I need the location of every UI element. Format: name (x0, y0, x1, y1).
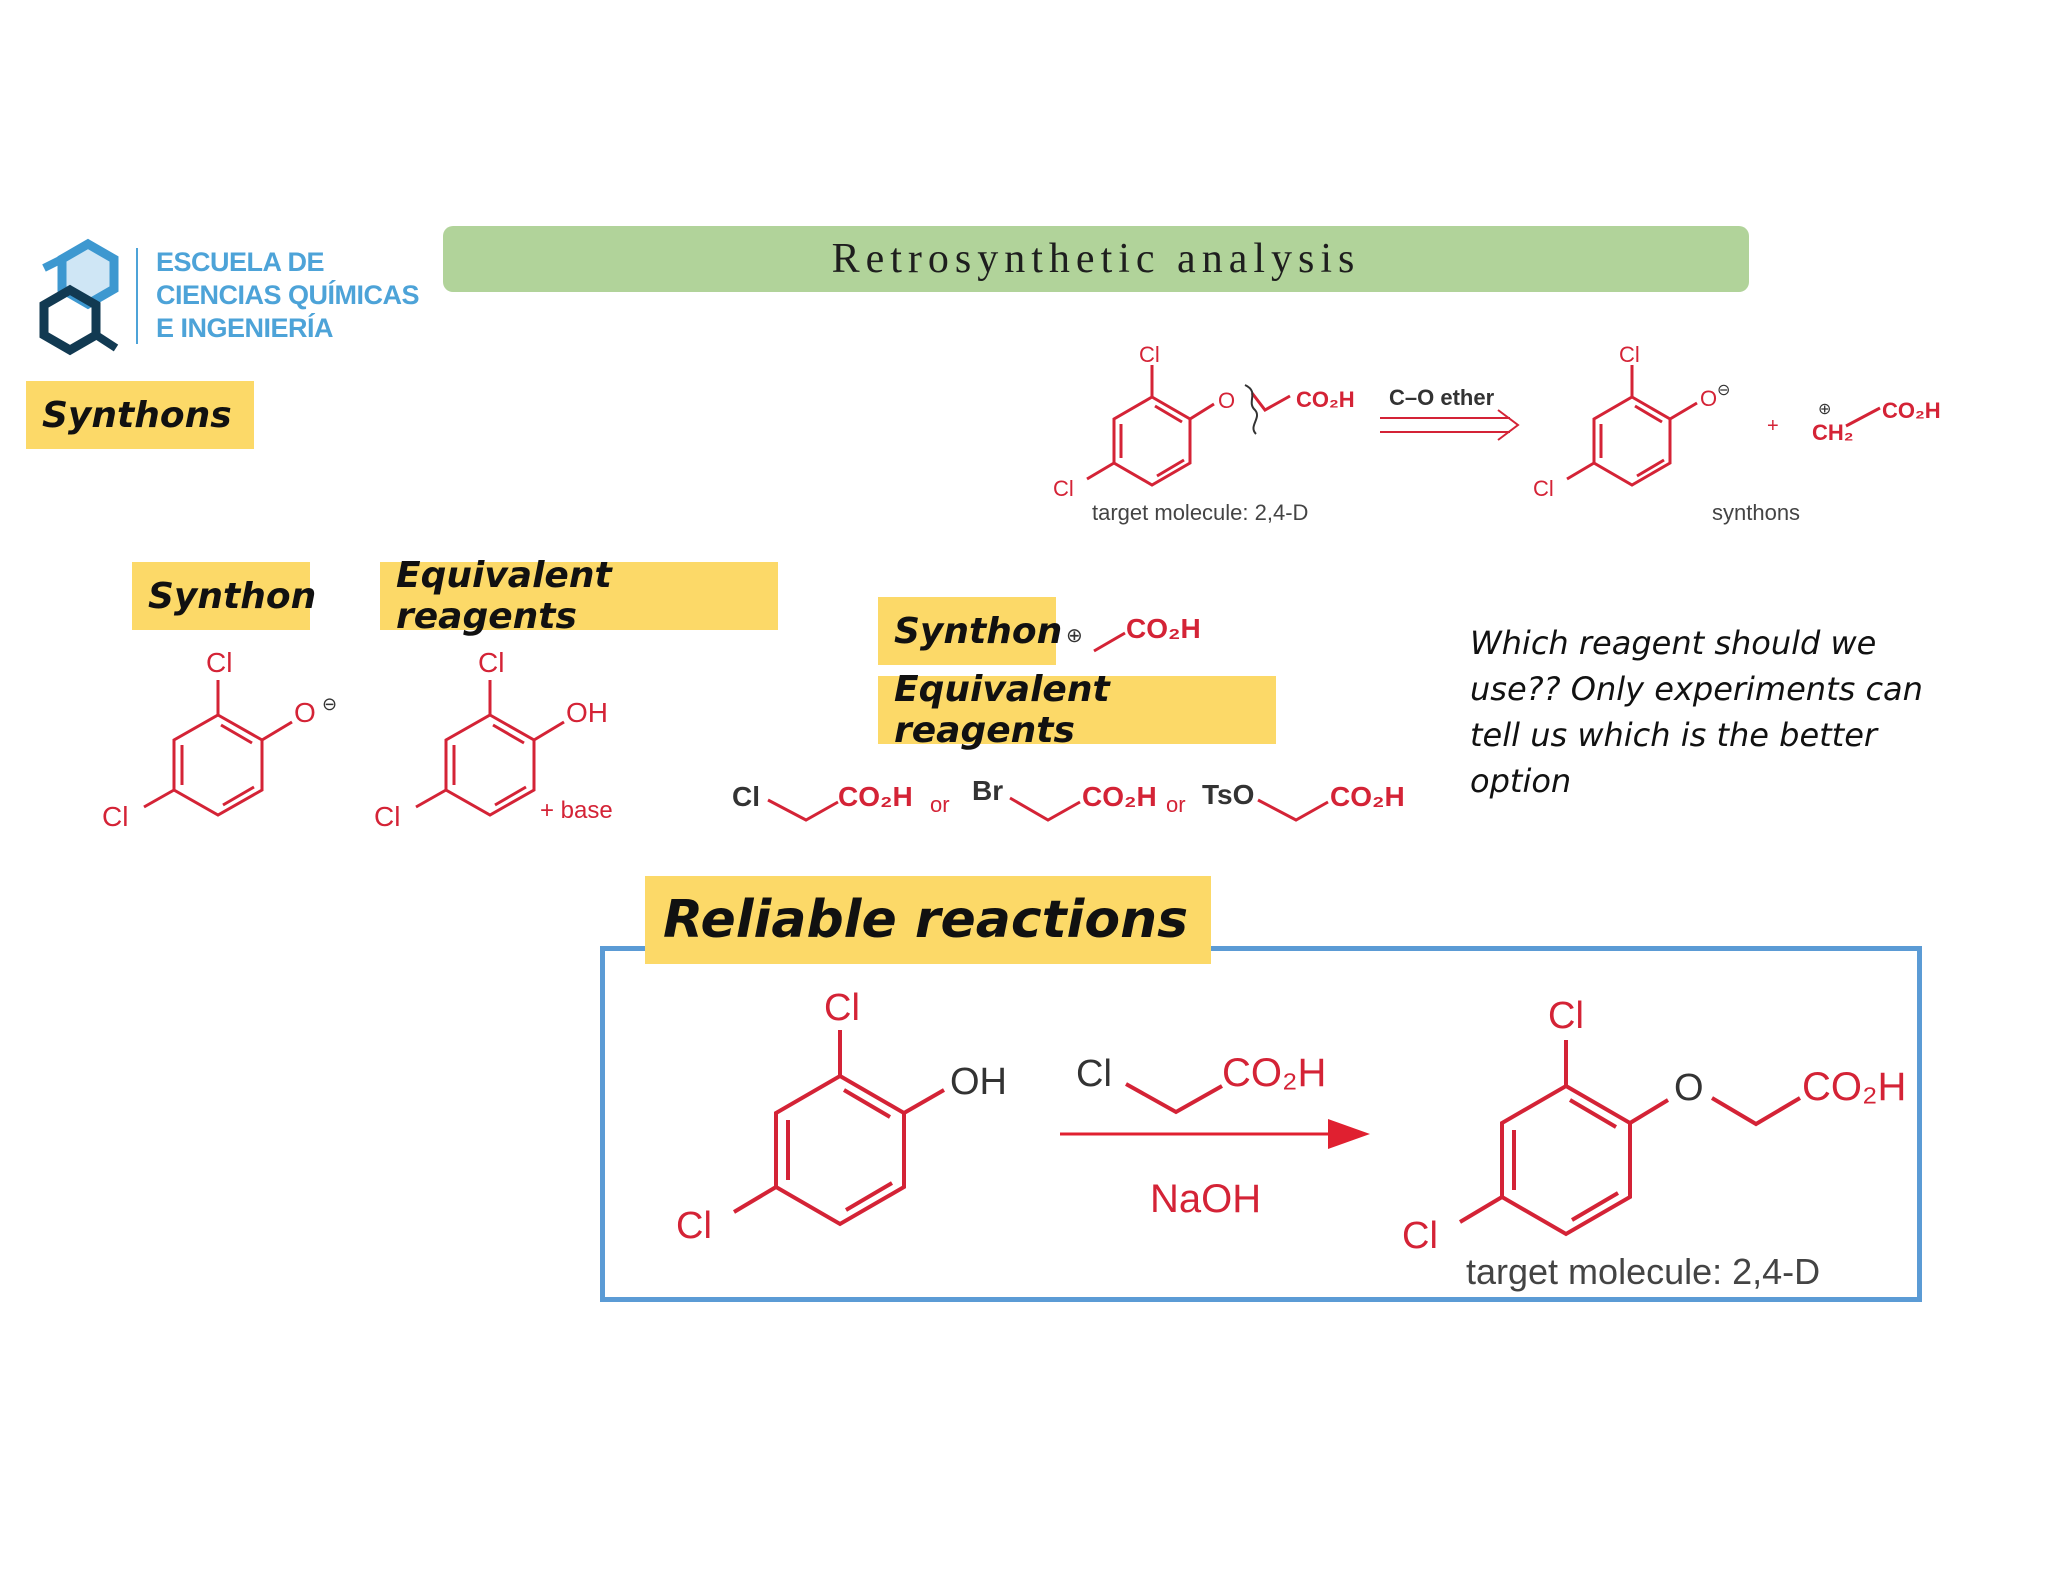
phenol-structure (415, 680, 565, 817)
synthon-label-1: Synthon (148, 575, 317, 617)
atom-label: Cl (676, 1205, 712, 1247)
synthons-tag: Synthons (26, 381, 254, 449)
equivalent-tag-2: Equivalent reagents (878, 669, 1276, 751)
logo-line: E INGENIERÍA (156, 313, 334, 343)
bond (1845, 406, 1881, 428)
group-label: OH (566, 697, 608, 728)
reagent-leaving-group: Cl (1076, 1053, 1112, 1095)
or-label: or (1166, 792, 1186, 817)
reliable-reactions-tag: Reliable reactions (645, 876, 1211, 964)
reaction-product (1458, 1040, 1802, 1237)
or-label: or (930, 792, 950, 817)
synthon-phenoxide-top (1566, 365, 1698, 487)
atom-label: Cl (1139, 342, 1160, 367)
product-caption: target molecule: 2,4-D (1466, 1251, 1820, 1292)
reliable-reactions-label: Reliable reactions (663, 890, 1189, 950)
atom-label: O (1674, 1067, 1704, 1109)
logo-divider (136, 248, 138, 344)
plus-sign: + (1767, 415, 1779, 437)
target-molecule-top (1086, 365, 1291, 487)
logo-text: ESCUELA DE CIENCIAS QUÍMICAS E INGENIERÍ… (156, 246, 420, 345)
bond (1009, 796, 1081, 822)
atom-label: Cl (206, 647, 232, 678)
reagents-row: Cl CO₂H or Br CO₂H or TsO CO₂H (732, 775, 1405, 822)
leaving-group-label: Cl (732, 781, 760, 812)
group-label: CO₂H (838, 781, 913, 812)
disconnection-label: C–O ether (1389, 385, 1495, 410)
group-label: CO₂H (1222, 1051, 1326, 1095)
bond (767, 798, 839, 822)
group-label: CO₂H (1082, 781, 1157, 812)
retrosynthesis-arrow-icon (1380, 409, 1520, 441)
question-text: Which reagent should we use?? Only exper… (1470, 624, 1923, 800)
conditions-label: NaOH (1150, 1177, 1261, 1221)
atom-label: O (1218, 388, 1235, 413)
negative-charge-icon: ⊖ (322, 694, 337, 714)
leaving-group-label: Br (972, 775, 1003, 806)
target-caption: target molecule: 2,4-D (1092, 500, 1308, 525)
squiggle-disconnection-mark (1244, 384, 1258, 435)
atom-label: Cl (1548, 995, 1584, 1037)
atom-label: Cl (1402, 1215, 1438, 1257)
equivalent-tag-1: Equivalent reagents (380, 555, 778, 637)
hexagon-logo-icon (39, 238, 119, 356)
equivalent-label-2: Equivalent reagents (894, 669, 1110, 751)
group-label: OH (950, 1061, 1007, 1103)
atom-label: Cl (478, 647, 504, 678)
bond (1093, 631, 1126, 653)
logo-line: ESCUELA DE (156, 247, 325, 277)
bond (1125, 1082, 1223, 1115)
group-label: CO₂H (1296, 387, 1355, 412)
leaving-group-label: TsO (1202, 779, 1254, 810)
synthons-label: Synthons (42, 394, 232, 436)
synthon-label-2: Synthon (894, 610, 1063, 652)
reaction-phenol (732, 1030, 945, 1227)
atom-label: Cl (1533, 476, 1554, 501)
school-logo (30, 238, 130, 363)
logo-line: CIENCIAS QUÍMICAS (156, 280, 420, 310)
base-label: + base (540, 797, 613, 824)
atom-label: Cl (102, 801, 128, 832)
atom-label: Cl (824, 987, 860, 1029)
synthon-tag-2: Synthon (878, 597, 1062, 665)
page-title: Retrosynthetic analysis (831, 236, 1361, 282)
positive-charge-icon: ⊕ (1066, 625, 1083, 647)
synthon-tag-1: Synthon (132, 562, 316, 630)
atom-label: Cl (1619, 342, 1640, 367)
title-bar: Retrosynthetic analysis (443, 226, 1749, 292)
group-label: CO₂H (1802, 1065, 1906, 1109)
group-label: CO₂H (1330, 781, 1405, 812)
negative-charge-icon: ⊖ (1717, 382, 1730, 399)
bond (1257, 798, 1329, 822)
phenoxide-structure (143, 680, 293, 817)
group-label: CO₂H (1882, 398, 1941, 423)
synthons-caption: synthons (1712, 500, 1800, 525)
atom-label: Cl (1053, 476, 1074, 501)
atom-label: O (1700, 386, 1717, 411)
group-label: CO₂H (1126, 613, 1201, 644)
reliable-reactions-box (600, 946, 1922, 1302)
atom-label: O (294, 697, 316, 728)
positive-charge-icon: ⊕ (1818, 401, 1831, 418)
atom-label: Cl (374, 801, 400, 832)
equivalent-label-1: Equivalent reagents (396, 555, 612, 637)
